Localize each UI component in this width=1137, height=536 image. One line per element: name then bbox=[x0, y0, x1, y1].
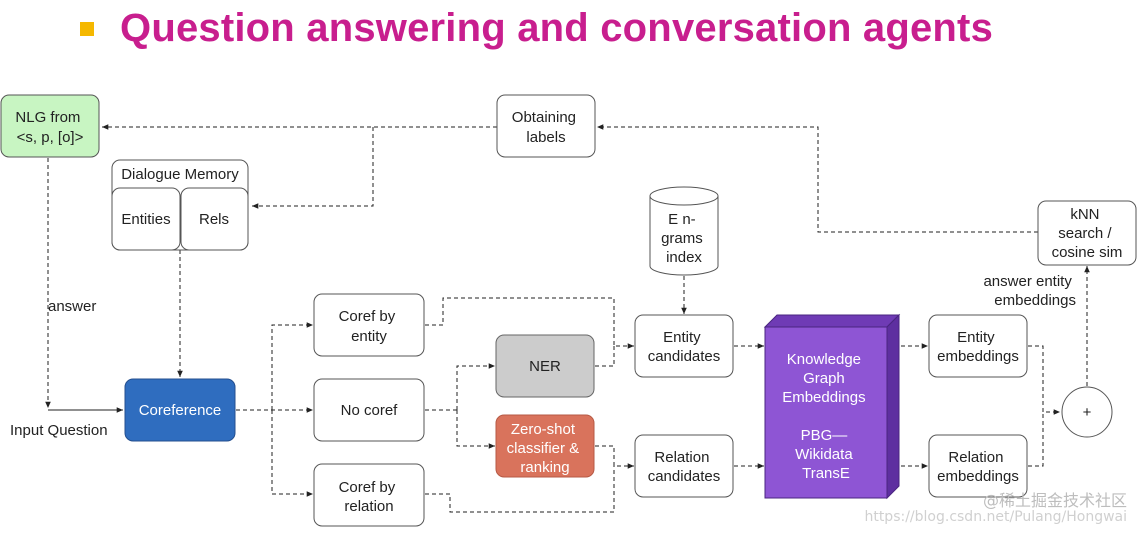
node-ner: NER bbox=[495, 334, 595, 398]
svg-text:Entity candidates: Entity candidates bbox=[648, 329, 721, 365]
node-nlg: NLG from <s, p, [o]> bbox=[0, 94, 100, 158]
node-plus-combiner: + bbox=[1061, 386, 1113, 438]
edge-coref-relation-to-relcandidates bbox=[425, 466, 615, 513]
svg-text:Coref by entity: Coref by entity bbox=[339, 308, 400, 345]
edge-knn-to-labels bbox=[597, 124, 1038, 233]
svg-text:Coreference: Coreference bbox=[139, 402, 222, 419]
node-rels: Rels bbox=[180, 187, 249, 251]
edge-to-coref-entity bbox=[271, 322, 313, 410]
svg-text:Dialogue Memory: Dialogue Memory bbox=[121, 166, 239, 183]
svg-text:No coref: No coref bbox=[341, 402, 399, 419]
node-entity-candidates: Entity candidates bbox=[634, 314, 734, 378]
svg-text:kNN search / cosin: kNN search / cosine sim bbox=[1052, 206, 1123, 261]
svg-text:Zero-shot classifier &: Zero-shot classifier & ranking bbox=[507, 421, 584, 476]
watermark-url: https://blog.csdn.net/Pulang/Hongwai bbox=[864, 509, 1127, 525]
node-knn: kNN search / cosine sim bbox=[1037, 200, 1137, 266]
node-knowledge-graph-embeddings: Knowledge Graph Embeddings PBG— Wikidata… bbox=[763, 313, 901, 500]
page-title: Question answering and conversation agen… bbox=[120, 5, 994, 50]
edge-to-coref-relation bbox=[271, 410, 313, 497]
svg-text:NLG from <s, p, [o]>: NLG from <s, p, [o]> bbox=[15, 109, 84, 146]
label-input-question: Input Question bbox=[10, 422, 108, 439]
svg-text:+: + bbox=[1083, 404, 1092, 421]
svg-text:Rels: Rels bbox=[199, 211, 229, 228]
node-entities: Entities bbox=[111, 187, 181, 251]
svg-text:E n- grams index: E n- grams index bbox=[661, 211, 707, 266]
svg-text:Entities: Entities bbox=[121, 211, 170, 228]
label-answer: answer bbox=[48, 298, 96, 315]
edge-entemb-to-plus bbox=[1028, 345, 1060, 415]
node-zero-shot-classifier: Zero-shot classifier & ranking bbox=[495, 414, 595, 478]
svg-text:Relation candidates: Relation candidates bbox=[648, 449, 721, 485]
edge-relemb-to-plus bbox=[1028, 412, 1044, 467]
edge-coref-entity-to-candidates bbox=[425, 297, 634, 349]
svg-text:Coref by relation: Coref by relation bbox=[339, 479, 400, 515]
node-coref-by-relation: Coref by relation bbox=[313, 463, 425, 527]
node-engrams-index: E n- grams index bbox=[649, 186, 719, 276]
node-coreference: Coreference bbox=[124, 378, 236, 442]
svg-text:Relation embeddings: Relation embeddings bbox=[937, 449, 1019, 485]
node-entity-embeddings: Entity embeddings bbox=[928, 314, 1028, 378]
svg-text:Obtaining labels: Obtaining labels bbox=[512, 109, 580, 146]
connectors bbox=[45, 124, 1090, 513]
watermark: @稀土掘金技术社区 https://blog.csdn.net/Pulang/H… bbox=[864, 492, 1127, 526]
node-no-coref: No coref bbox=[313, 378, 425, 442]
node-relation-candidates: Relation candidates bbox=[634, 434, 734, 498]
node-coref-by-entity: Coref by entity bbox=[313, 293, 425, 357]
node-obtaining-labels: Obtaining labels bbox=[496, 94, 596, 158]
watermark-site: @稀土掘金技术社区 bbox=[982, 491, 1127, 510]
edge-labels-to-rels bbox=[252, 127, 374, 209]
svg-text:Entity embeddings: Entity embeddings bbox=[937, 329, 1019, 365]
edge-zeroshot-to-relcandidates bbox=[595, 445, 634, 469]
svg-text:NER: NER bbox=[529, 358, 561, 375]
edge-nocoref-to-ner bbox=[456, 363, 495, 410]
svg-text:Knowledge Graph Em: Knowledge Graph Embeddings PBG— Wikidata… bbox=[782, 351, 870, 482]
edge-nocoref-to-zeroshot bbox=[456, 410, 495, 449]
title-row: Question answering and conversation agen… bbox=[80, 4, 993, 52]
node-dialogue-memory: Dialogue Memory Entities Rels bbox=[111, 159, 249, 251]
title-bullet-icon bbox=[80, 22, 94, 36]
edge-ner-to-candidates bbox=[595, 346, 615, 367]
node-relation-embeddings: Relation embeddings bbox=[928, 434, 1028, 498]
label-answer-entity-embeddings: answer entity embeddings bbox=[983, 273, 1076, 309]
